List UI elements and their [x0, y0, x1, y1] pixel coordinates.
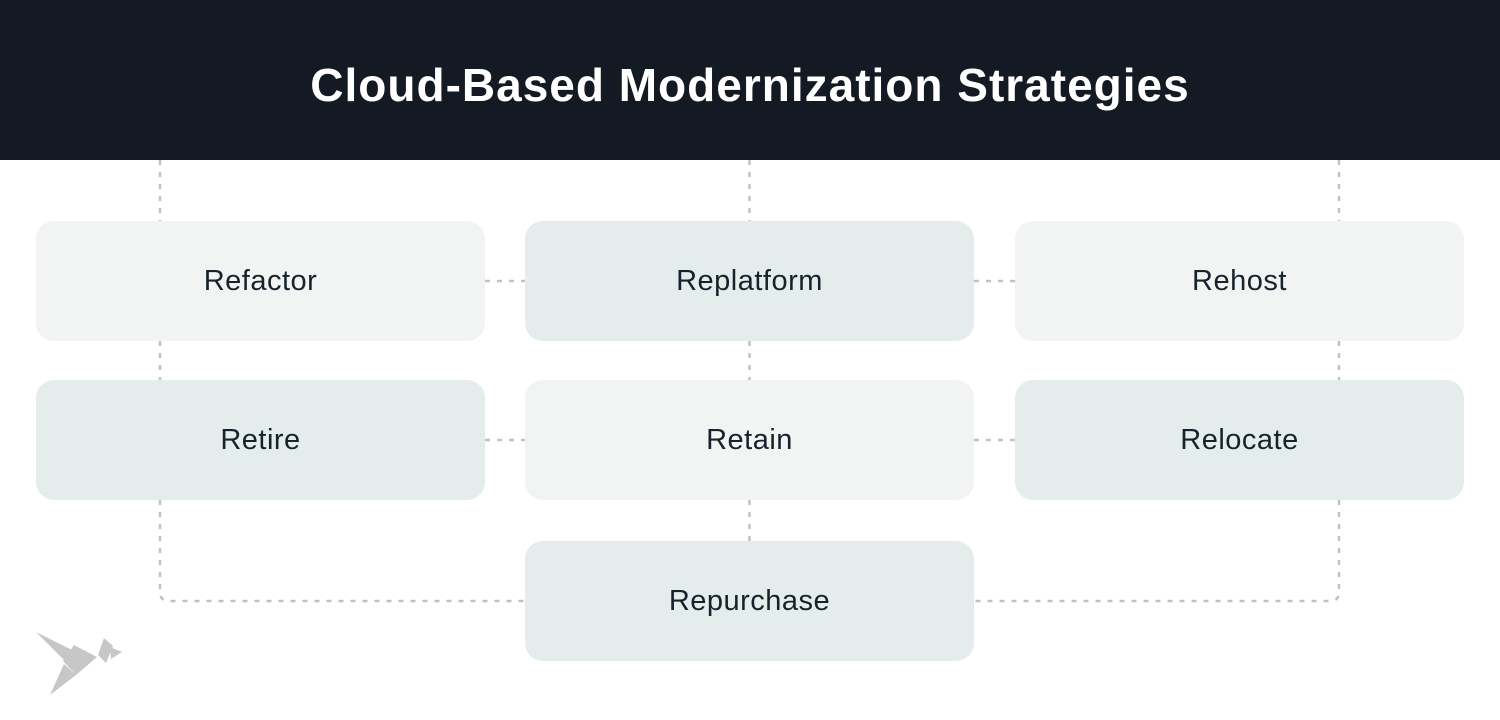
node-label: Repurchase	[668, 584, 831, 617]
node-retain: Retain	[525, 380, 974, 500]
node-label: Refactor	[203, 264, 318, 297]
page-title: Cloud-Based Modernization Strategies	[310, 59, 1190, 111]
node-relocate: Relocate	[1015, 380, 1464, 500]
node-repurchase: Repurchase	[525, 541, 974, 661]
node-label: Replatform	[676, 264, 823, 297]
node-retire: Retire	[36, 380, 485, 500]
origami-bird-logo	[36, 632, 122, 695]
node-refactor: Refactor	[36, 221, 485, 341]
node-label: Rehost	[1192, 264, 1287, 297]
node-label: Retire	[220, 423, 301, 456]
node-label: Retain	[706, 423, 793, 456]
header-banner: Cloud-Based Modernization Strategies	[0, 0, 1500, 160]
node-rehost: Rehost	[1015, 221, 1464, 341]
node-replatform: Replatform	[525, 221, 974, 341]
node-label: Relocate	[1180, 423, 1299, 456]
